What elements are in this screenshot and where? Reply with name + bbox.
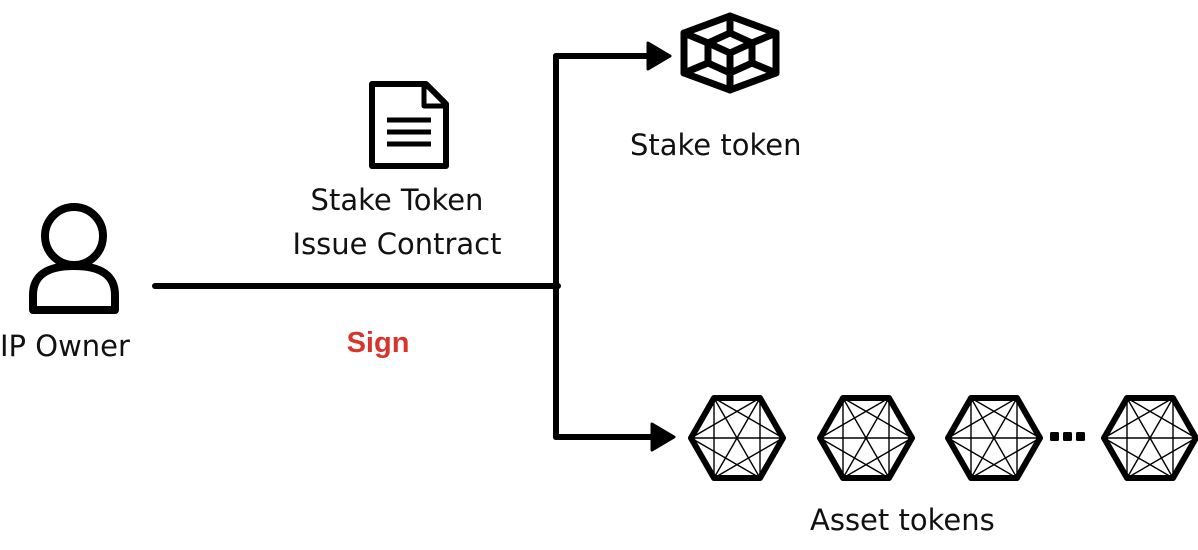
asset-tokens-group	[688, 395, 1198, 481]
contract-title-line1: Stake Token	[310, 183, 484, 217]
hex-token-icon	[945, 395, 1043, 481]
arrow-to-asset-tokens	[553, 422, 676, 452]
stake-token-label: Stake token	[630, 128, 802, 162]
arrow-to-stake-token	[553, 41, 672, 71]
contract-title-line2: Issue Contract	[292, 227, 502, 261]
person-icon	[29, 203, 119, 314]
document-icon	[369, 81, 449, 169]
cube-icon	[680, 12, 780, 94]
contract-title: Stake Token Issue Contract	[262, 178, 532, 266]
hex-token-icon	[1101, 395, 1198, 481]
continuation-dots	[1050, 432, 1085, 441]
hex-token-icon	[817, 395, 915, 481]
asset-tokens-label: Asset tokens	[810, 503, 995, 537]
ip-owner-label: IP Owner	[0, 329, 130, 363]
sign-label: Sign	[346, 327, 410, 359]
hex-token-icon	[688, 395, 786, 481]
